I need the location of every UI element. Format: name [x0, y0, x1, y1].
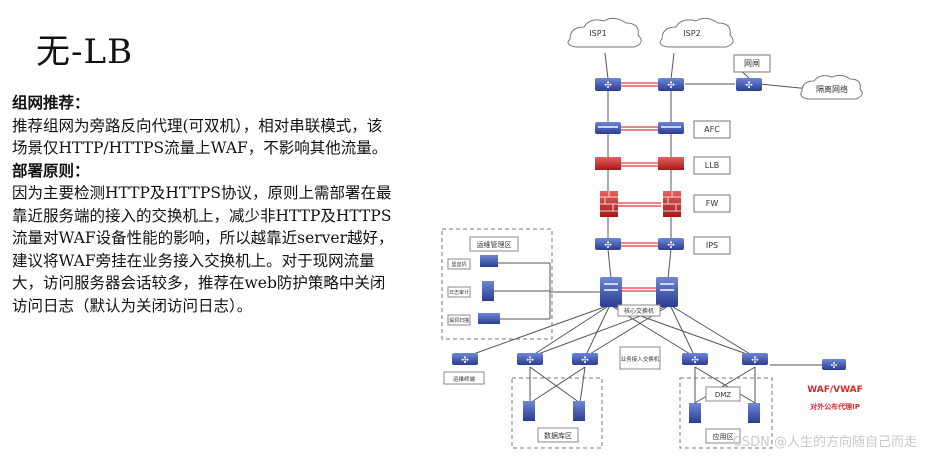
svg-text:✣: ✣	[667, 81, 675, 91]
label-access-left: 运维终端	[453, 375, 476, 383]
svg-text:✣: ✣	[831, 361, 838, 370]
cloud-isp2: ISP2	[659, 17, 734, 48]
svg-text:✣: ✣	[745, 81, 753, 91]
label-waf-sub: 对外公布代理IP	[810, 402, 860, 411]
svg-text:漏洞扫描: 漏洞扫描	[449, 317, 469, 324]
section-heading-principle: 部署原则：	[12, 160, 90, 180]
network-topology-diagram: ISP1 ISP2 隔离网络 网闸 AFC LLB FW IPS ✣ ✣ ✣ ✣…	[441, 17, 863, 449]
biz-access-label-box	[619, 346, 661, 370]
svg-text:堡垒机: 堡垒机	[451, 261, 466, 268]
server-zone: 数据库区	[511, 377, 603, 449]
label-afc: AFC	[704, 125, 720, 134]
description-block: 组网推荐： 推荐组网为旁路反向代理(可双机），相对串联模式，该场景仅HTTP/H…	[12, 92, 397, 317]
ops-zone: 运维管理区 堡垒机 日志审计 漏洞扫描	[441, 228, 553, 340]
svg-text:应用区: 应用区	[713, 432, 734, 441]
svg-text:✣: ✣	[461, 356, 469, 366]
svg-text:隔离网络: 隔离网络	[816, 84, 848, 94]
cloud-isolation: 隔离网络	[800, 74, 863, 100]
label-biz-access: 业务接入交换机	[621, 355, 660, 363]
core-label-box	[617, 304, 661, 317]
terminal-label-box	[443, 371, 485, 385]
label-ips: IPS	[706, 241, 718, 250]
switch-devices: ✣ ✣ ✣ ✣ ✣ ✣ ✣ ✣ ✣ ✣ ✣	[452, 78, 846, 370]
svg-text:DMZ: DMZ	[715, 391, 731, 399]
section-body-principle: 因为主要检测HTTP及HTTPS协议，原则上需部署在最靠近服务端的接入的交换机上…	[12, 184, 394, 315]
firewall-devices	[600, 191, 681, 217]
section-body-topology: 推荐组网为旁路反向代理(可双机），相对串联模式，该场景仅HTTP/HTTPS流量…	[12, 116, 388, 158]
svg-text:ISP1: ISP1	[589, 29, 606, 38]
svg-text:✣: ✣	[691, 356, 699, 366]
svg-text:ISP2: ISP2	[683, 29, 700, 38]
label-core: 核心交换机	[624, 307, 654, 315]
cloud-isp1: ISP1	[567, 17, 642, 48]
label-waf: WAF/VWAF	[807, 385, 863, 395]
svg-text:运维管理区: 运维管理区	[477, 240, 512, 249]
label-gateway: 网闸	[744, 59, 760, 68]
label-fw: FW	[706, 199, 719, 208]
svg-text:✣: ✣	[604, 81, 612, 91]
svg-text:日志审计: 日志审计	[449, 289, 469, 296]
label-llb: LLB	[705, 161, 719, 170]
side-labels: 网闸 AFC LLB FW IPS	[693, 54, 771, 255]
svg-text:✣: ✣	[526, 356, 534, 366]
llb-devices	[595, 157, 684, 170]
page-title: 无-LB	[36, 32, 134, 72]
svg-text:✣: ✣	[751, 356, 759, 366]
svg-text:数据库区: 数据库区	[544, 431, 572, 440]
svg-text:✣: ✣	[604, 241, 612, 251]
section-heading-topology: 组网推荐：	[12, 93, 90, 112]
svg-text:✣: ✣	[667, 241, 675, 251]
svg-text:✣: ✣	[581, 356, 589, 366]
ha-links	[618, 82, 661, 292]
link-lines	[464, 52, 825, 404]
app-zone: DMZ 应用区	[679, 377, 773, 449]
watermark: CSDN @人生的方向随自己而走	[732, 435, 917, 450]
